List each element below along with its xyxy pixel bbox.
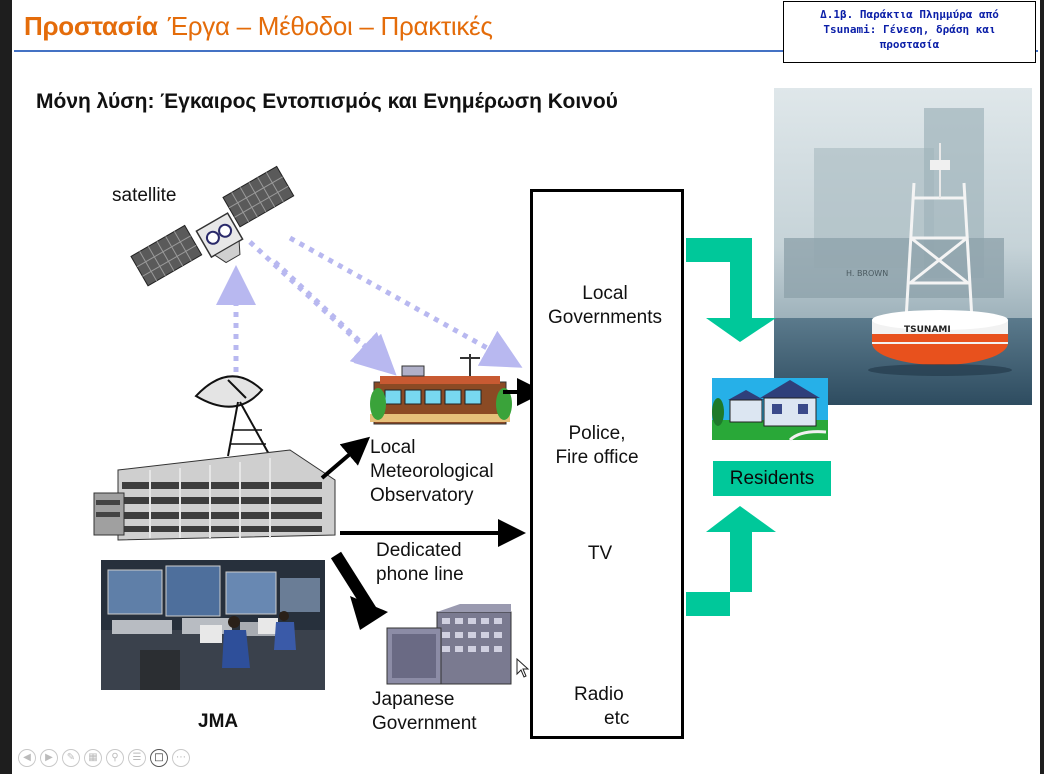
- radar-dish-icon: [194, 375, 271, 457]
- observatory-label-line-3: Observatory: [370, 485, 474, 506]
- ship-name-text: H. BROWN: [846, 269, 888, 278]
- satellite-icon: [130, 165, 295, 287]
- title-underline: [14, 50, 784, 52]
- observatory-label-line-2: Meteorological: [370, 461, 494, 482]
- slide-subtitle: Μόνη λύση: Έγκαιρος Εντοπισμός και Ενημέ…: [36, 90, 618, 113]
- satellite-signal-arrows: [216, 235, 523, 376]
- slides-icon[interactable]: ▦: [84, 749, 102, 767]
- residents-arrows: [686, 238, 776, 616]
- tsunami-buoy-photo: H. BROWN TSUNAMI: [774, 88, 1032, 405]
- tv-label: TV: [587, 543, 613, 564]
- radio-line-2: etc: [604, 708, 630, 729]
- slide-title: Προστασία Έργα – Μέθοδοι – Πρακτικές: [24, 11, 493, 42]
- zoom-icon[interactable]: ⚲: [106, 749, 124, 767]
- observatory-label: Local Meteorological Observatory: [370, 436, 494, 508]
- phone-label-line-2: phone line: [376, 564, 464, 585]
- forward-icon[interactable]: ▶: [40, 749, 58, 767]
- dispatch-arrows: [320, 378, 545, 630]
- satellite-label: satellite: [112, 185, 177, 206]
- slide-title-main: Προστασία: [24, 11, 158, 41]
- header-line-2: Tsunami: Γένεση, δράση και: [823, 23, 996, 36]
- window-right-edge: [1040, 0, 1044, 774]
- pen-icon[interactable]: ✎: [62, 749, 80, 767]
- local-gov-line-2: Governments: [547, 307, 663, 328]
- jma-building-icon: [93, 449, 336, 541]
- menu-icon[interactable]: ☰: [128, 749, 146, 767]
- buoy-text: TSUNAMI: [904, 325, 951, 335]
- presentation-toolbar: ◀ ▶ ✎ ▦ ⚲ ☰ □ ⋯: [18, 749, 190, 769]
- slide-title-rest: Έργα – Μέθοδοι – Πρακτικές: [167, 11, 493, 41]
- police-line-1: Police,: [568, 423, 626, 444]
- jma-control-room-photo: [101, 560, 325, 690]
- header-line-1: Δ.1β. Παράκτια Πλημμύρα από: [820, 8, 999, 21]
- radio-line-1: Radio: [574, 684, 624, 705]
- police-fire-label: Police, Fire office: [522, 422, 672, 470]
- government-label: Japanese Government: [372, 688, 477, 736]
- government-building-icon: [386, 604, 512, 685]
- gov-label-line-1: Japanese: [372, 689, 455, 710]
- section-header-box: Δ.1β. Παράκτια Πλημμύρα από Tsunami: Γέν…: [783, 1, 1036, 63]
- jma-label: JMA: [198, 711, 239, 732]
- window-left-edge: [0, 0, 12, 774]
- radio-label: Radio etc: [574, 683, 629, 731]
- phone-label-line-1: Dedicated: [376, 540, 462, 561]
- residents-house-icon: [712, 378, 828, 442]
- police-line-2: Fire office: [555, 447, 639, 468]
- phone-line-label: Dedicated phone line: [376, 539, 464, 587]
- residents-box: Residents: [713, 461, 831, 496]
- more-icon[interactable]: ⋯: [172, 749, 190, 767]
- camera-icon[interactable]: □: [150, 749, 168, 767]
- local-governments-label: Local Governments: [530, 282, 680, 330]
- local-gov-line-1: Local: [582, 283, 628, 304]
- media-channels-box: [530, 189, 684, 739]
- back-icon[interactable]: ◀: [18, 749, 36, 767]
- observatory-label-line-1: Local: [370, 437, 416, 458]
- observatory-building-icon: [370, 354, 512, 425]
- header-line-3: προστασία: [879, 38, 940, 51]
- gov-label-line-2: Government: [372, 713, 477, 734]
